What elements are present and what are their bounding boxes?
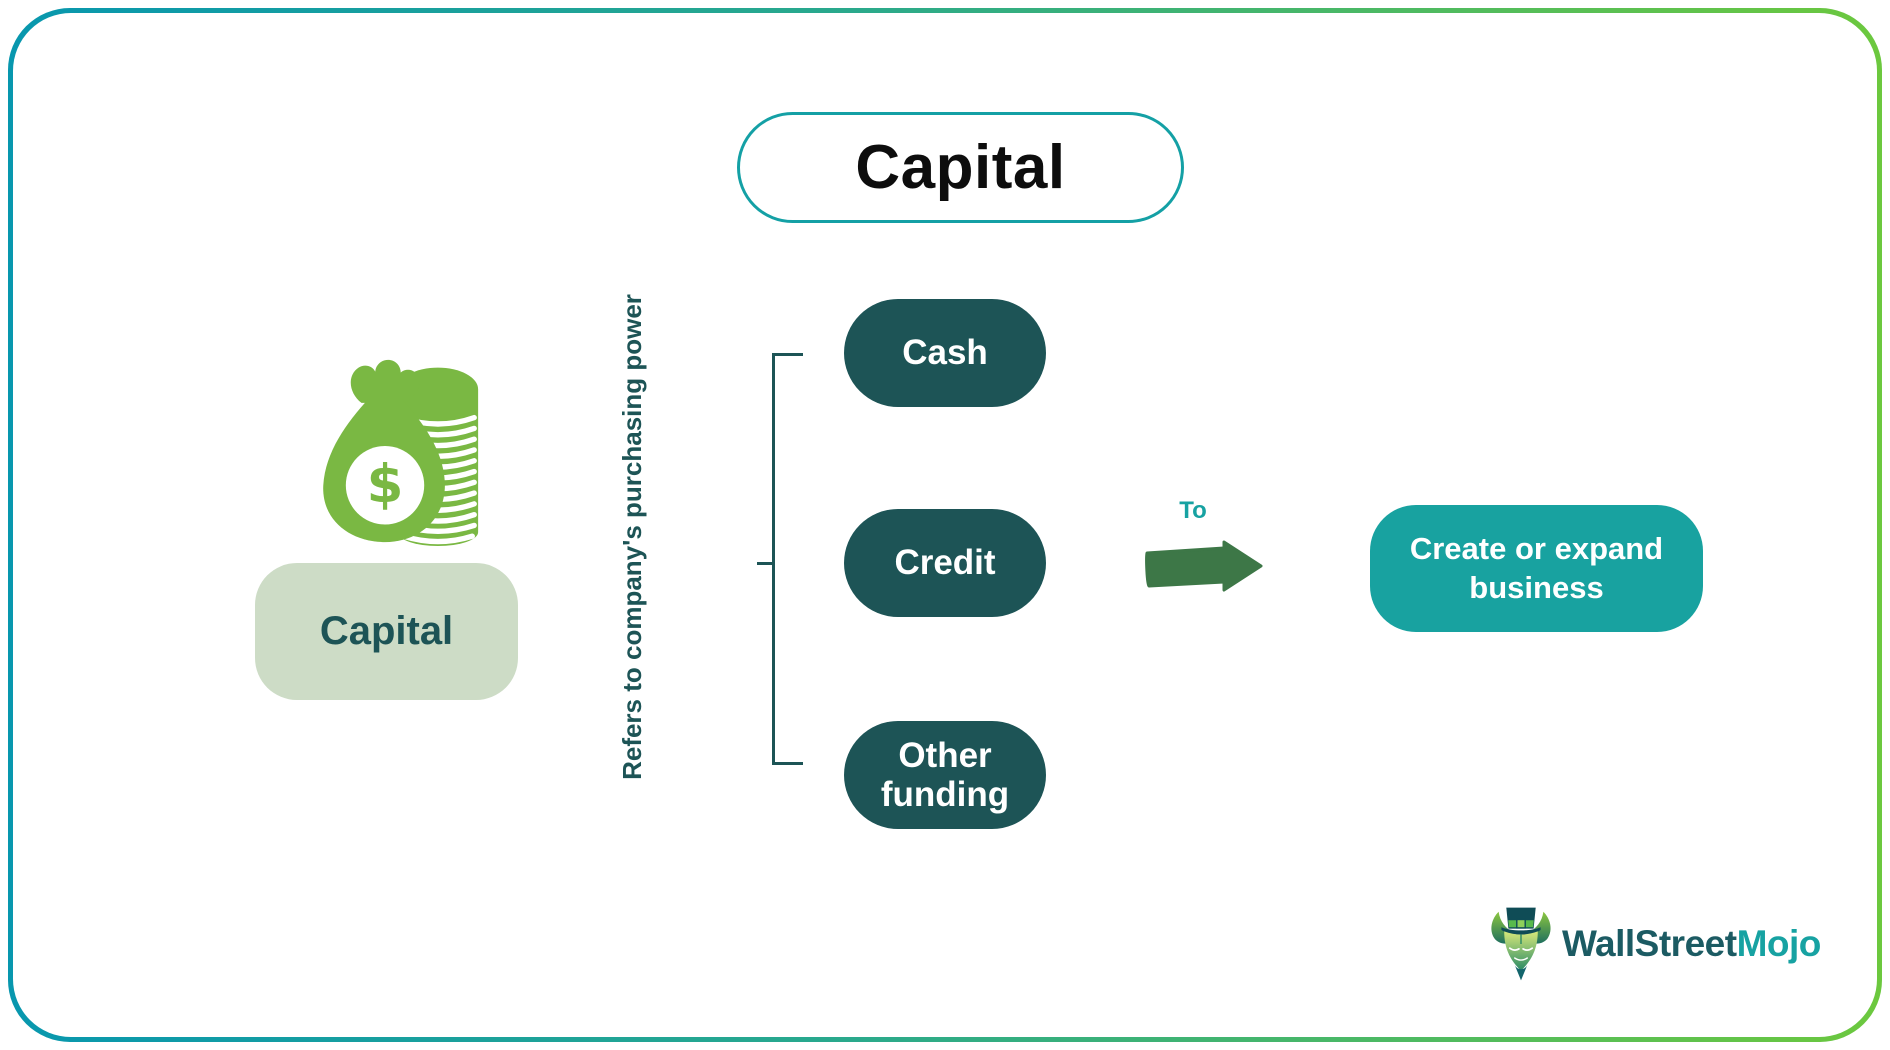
branch-pill-cash: Cash [844,299,1046,407]
logo-wordmark: WallStreetMojo [1562,923,1821,965]
money-bag-and-coin-stack-icon: $ [323,359,479,547]
bull-mascot-icon [1491,907,1551,981]
branch-pill-other-funding: Other funding [844,721,1046,829]
subject-label: Capital [319,609,454,653]
logo-text-wallstreet: WallStreet [1562,923,1737,964]
bracket-left-stub [757,562,773,565]
page-title: Capital [855,133,1066,202]
bracket-bottom-tick [772,762,803,765]
svg-text:$: $ [367,454,404,515]
bracket-vertical-line [772,353,775,765]
to-label: To [1179,497,1207,524]
vertical-description: Refers to company's purchasing power [616,294,647,780]
logo-text-mojo: Mojo [1736,923,1822,964]
bracket-top-tick [772,353,803,356]
right-arrow-icon [1145,540,1263,592]
title-pill: Capital [737,112,1184,223]
subject-box: Capital [255,563,518,700]
wallstreetmojo-logo: WallStreetMojo [1486,903,1821,985]
result-box: Create or expand business [1370,505,1703,632]
branch-pill-credit: Credit [844,509,1046,617]
